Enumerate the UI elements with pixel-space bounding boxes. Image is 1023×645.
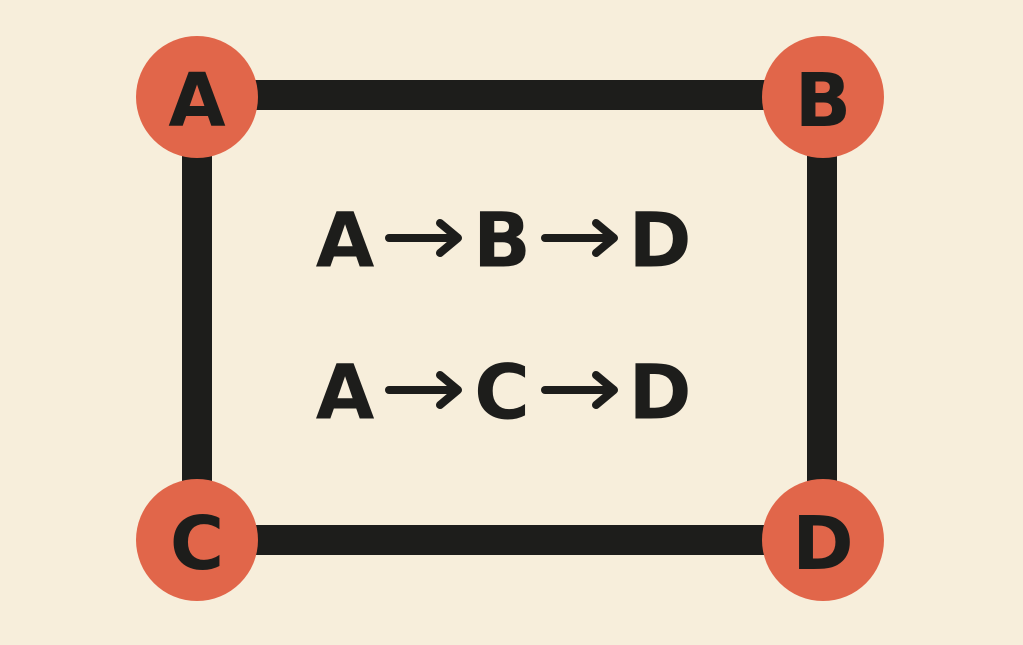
node-c: C — [136, 479, 258, 601]
path-1: A B D — [316, 196, 692, 285]
arrow-icon — [385, 219, 462, 257]
node-a: A — [136, 36, 258, 158]
node-b: B — [762, 36, 884, 158]
node-c-circle — [136, 479, 258, 601]
node-b-label: B — [795, 58, 851, 144]
path-2: A C D — [316, 348, 692, 437]
node-d-circle — [762, 479, 884, 601]
arrow-icon — [385, 371, 462, 409]
arrow-icon — [541, 219, 618, 257]
arrow-icon — [541, 371, 618, 409]
node-a-circle — [136, 36, 258, 158]
node-d-label: D — [792, 501, 853, 587]
path-2-step-3: D — [628, 348, 691, 437]
path-1-step-3: D — [628, 196, 691, 285]
node-a-label: A — [168, 58, 225, 144]
path-1-step-2: B — [473, 196, 531, 285]
path-2-step-1: A — [316, 348, 375, 437]
path-1-step-1: A — [316, 196, 375, 285]
node-c-label: C — [170, 501, 224, 587]
node-b-circle — [762, 36, 884, 158]
path-2-step-2: C — [474, 348, 530, 437]
node-d: D — [762, 479, 884, 601]
